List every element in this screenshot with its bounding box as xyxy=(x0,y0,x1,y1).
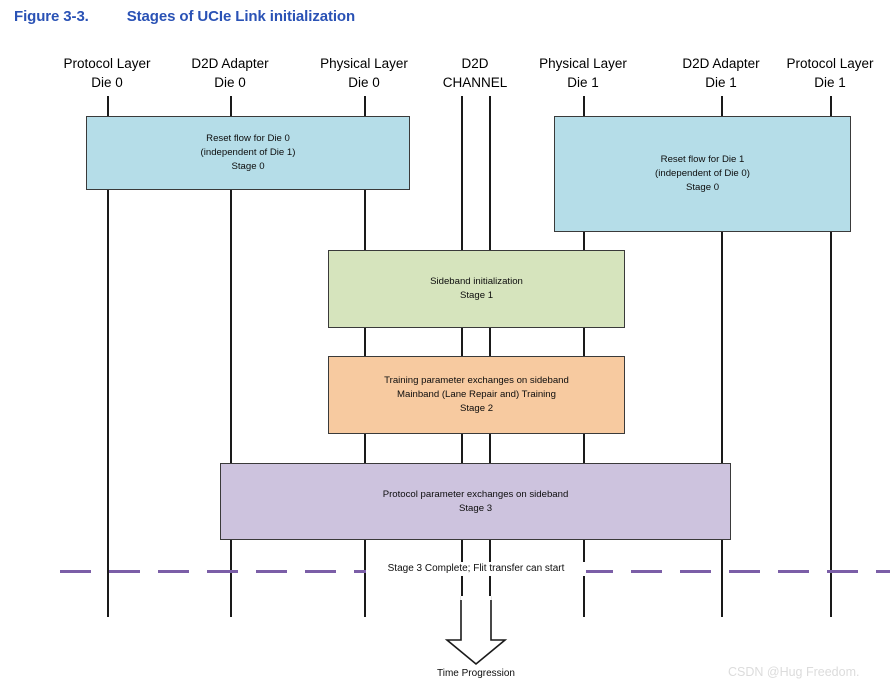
stage-box-reset-flow-die0[interactable]: Reset flow for Die 0 (independent of Die … xyxy=(86,116,410,190)
stage-box-protocol-parameter-exchanges[interactable]: Protocol parameter exchanges on sideband… xyxy=(220,463,731,540)
column-header-line2: Die 0 xyxy=(348,75,380,90)
figure-caption: Figure 3-3. Stages of UCIe Link initializ… xyxy=(14,8,355,25)
column-header-line1: Protocol Layer xyxy=(786,56,874,71)
lifeline-d2d-adapter-die1 xyxy=(721,96,723,617)
stage-box-text: Reset flow for Die 1 (independent of Die … xyxy=(649,153,756,195)
figure-number: Figure 3-3. xyxy=(14,8,89,25)
column-header-line2: Die 0 xyxy=(214,75,246,90)
figure-title: Stages of UCIe Link initialization xyxy=(126,8,356,25)
watermark: CSDN @Hug Freedom. xyxy=(728,665,860,679)
stage-box-text-line: Stage 1 xyxy=(459,290,494,301)
stage3-dashed-line-left xyxy=(60,570,368,574)
column-header-line1: D2D Adapter xyxy=(682,56,760,71)
lifeline-protocol-layer-die0 xyxy=(107,96,109,617)
column-header-line1: D2D Adapter xyxy=(191,56,269,71)
stage-box-training-parameter-exchanges[interactable]: Training parameter exchanges on sideband… xyxy=(328,356,625,434)
stage-box-text-line: Stage 3 xyxy=(458,502,493,514)
lifeline-channel-right xyxy=(489,96,491,598)
stage-box-reset-flow-die1[interactable]: Reset flow for Die 1 (independent of Die … xyxy=(554,116,851,232)
stage-box-text-line: Mainband (Lane Repair and) Training xyxy=(397,389,556,400)
column-header-line1: Physical Layer xyxy=(539,56,627,71)
column-header-line1: Physical Layer xyxy=(320,56,408,71)
lifeline-protocol-layer-die1 xyxy=(830,96,832,617)
stage-box-text-line: Stage 0 xyxy=(231,161,265,172)
stage3-complete-label: Stage 3 Complete; Flit transfer can star… xyxy=(366,562,586,576)
column-header-line2: Die 1 xyxy=(567,75,599,90)
stage-box-text: Training parameter exchanges on sideband… xyxy=(378,374,575,416)
lifeline-d2d-adapter-die0 xyxy=(230,96,232,617)
stage-box-text-line: Reset flow for Die 0 xyxy=(206,133,290,144)
stage-box-text-line: Stage 0 xyxy=(685,182,720,193)
lifeline-channel-left xyxy=(461,96,463,598)
stage-box-text-line: (independent of Die 1) xyxy=(200,147,296,158)
column-header-line2: Die 1 xyxy=(814,75,846,90)
stage3-dashed-line-right xyxy=(582,570,890,574)
stage-box-text: Reset flow for Die 0 (independent of Die … xyxy=(195,132,302,174)
column-header-line2: Die 0 xyxy=(91,75,123,90)
stage-box-text-line: (independent of Die 0) xyxy=(655,168,750,179)
stage-box-text-line: Protocol parameter exchanges on sideband xyxy=(382,488,569,500)
stage-box-text-line: Stage 2 xyxy=(459,403,494,414)
column-header-line2: Die 1 xyxy=(705,75,737,90)
stage-box-text-line: Sideband initialization xyxy=(430,276,523,287)
stage3-complete-marker: Stage 3 Complete; Flit transfer can star… xyxy=(60,562,890,579)
stage-box-text-line: Training parameter exchanges on sideband xyxy=(384,375,569,386)
down-arrow-icon xyxy=(440,592,512,668)
column-header-d2d-channel: D2D CHANNEL xyxy=(385,54,565,92)
column-header-line1: D2D xyxy=(461,56,489,71)
column-header-line2: CHANNEL xyxy=(442,75,508,90)
column-header-line1: Protocol Layer xyxy=(63,56,151,71)
stage-box-text-line: Reset flow for Die 1 xyxy=(660,154,745,165)
stage-box-text: Protocol parameter exchanges on sideband… xyxy=(377,488,575,516)
time-progression-label: Time Progression xyxy=(437,668,515,679)
